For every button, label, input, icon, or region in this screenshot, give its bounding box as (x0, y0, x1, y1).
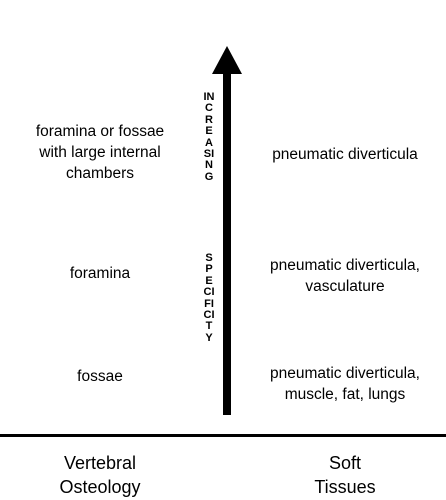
soft-tissue-level-high: pneumatic diverticula (272, 146, 418, 163)
arrow-label-specificity: SPECIFICITY (203, 252, 215, 344)
soft-tissue-level-low: pneumatic diverticula, muscle, fat, lung… (270, 365, 420, 403)
arrow-head (212, 46, 242, 74)
arrow-label-increasing: INCREASING (203, 91, 215, 183)
arrow-shaft (223, 72, 231, 415)
baseline-divider (0, 434, 446, 437)
axis-label-vertebral-osteology: Vertebral Osteology (59, 453, 141, 497)
osteology-level-high: foramina or fossae with large internal c… (35, 123, 165, 182)
soft-tissue-level-mid: pneumatic diverticula, vasculature (270, 257, 420, 295)
osteology-level-low: fossae (77, 368, 123, 385)
axis-label-soft-tissues: Soft Tissues (314, 453, 376, 497)
osteology-level-mid: foramina (69, 265, 131, 282)
